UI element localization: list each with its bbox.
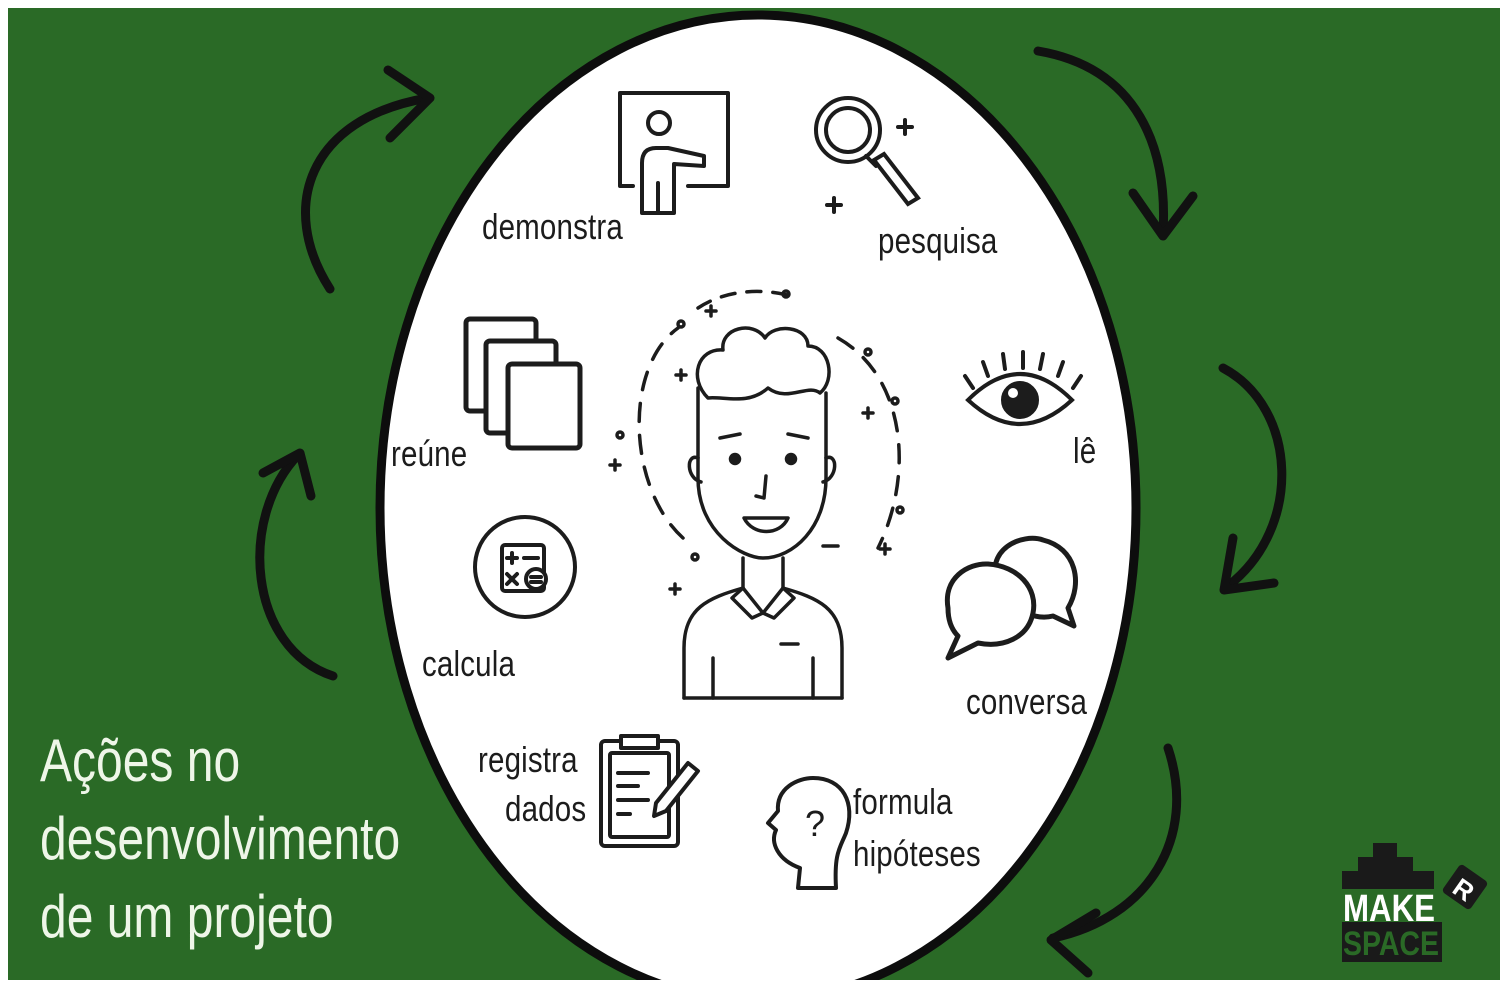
page-title: Ações no desenvolvimento de um projeto xyxy=(40,722,400,956)
title-line-1: Ações no xyxy=(40,727,241,794)
magnifier-icon xyxy=(814,96,921,214)
logo-make: MAKE xyxy=(1343,888,1435,930)
teacher-board-icon xyxy=(618,91,730,215)
head-question-icon: ? xyxy=(766,776,852,890)
label-formula: formula xyxy=(853,781,953,822)
person-illustration xyxy=(608,289,905,700)
diagram-graphics: ? xyxy=(255,10,1488,980)
label-calcula: calcula xyxy=(422,643,516,684)
label-pesquisa: pesquisa xyxy=(878,220,998,261)
label-le: lê xyxy=(1073,430,1097,471)
svg-text:?: ? xyxy=(805,803,825,844)
label-hipoteses: hipóteses xyxy=(853,833,981,874)
diagram-canvas: ? xyxy=(8,8,1500,980)
logo-space: SPACE xyxy=(1343,925,1439,963)
cycle-arrow-icon-left xyxy=(255,448,338,681)
cycle-arrow-icon-top-right xyxy=(1033,46,1198,241)
eye-icon xyxy=(963,350,1083,426)
label-conversa: conversa xyxy=(966,681,1088,722)
label-registra: registra xyxy=(478,739,578,780)
cycle-arrow-icon-top-left xyxy=(301,65,435,294)
clipboard-icon xyxy=(599,734,700,848)
label-reune: reúne xyxy=(391,433,468,474)
stack-squares-icon xyxy=(463,316,583,451)
label-dados: dados xyxy=(505,788,587,829)
chat-bubbles-icon xyxy=(944,535,1078,661)
calculator-icon xyxy=(473,515,577,619)
title-line-2: desenvolvimento xyxy=(40,805,401,872)
makerspace-logo xyxy=(1342,843,1488,962)
title-line-3: de um projeto xyxy=(40,883,334,950)
label-demonstra: demonstra xyxy=(482,206,623,247)
cycle-arrow-icon-bottom-right xyxy=(1046,743,1182,978)
cycle-arrow-icon-mid-right xyxy=(1218,363,1287,595)
